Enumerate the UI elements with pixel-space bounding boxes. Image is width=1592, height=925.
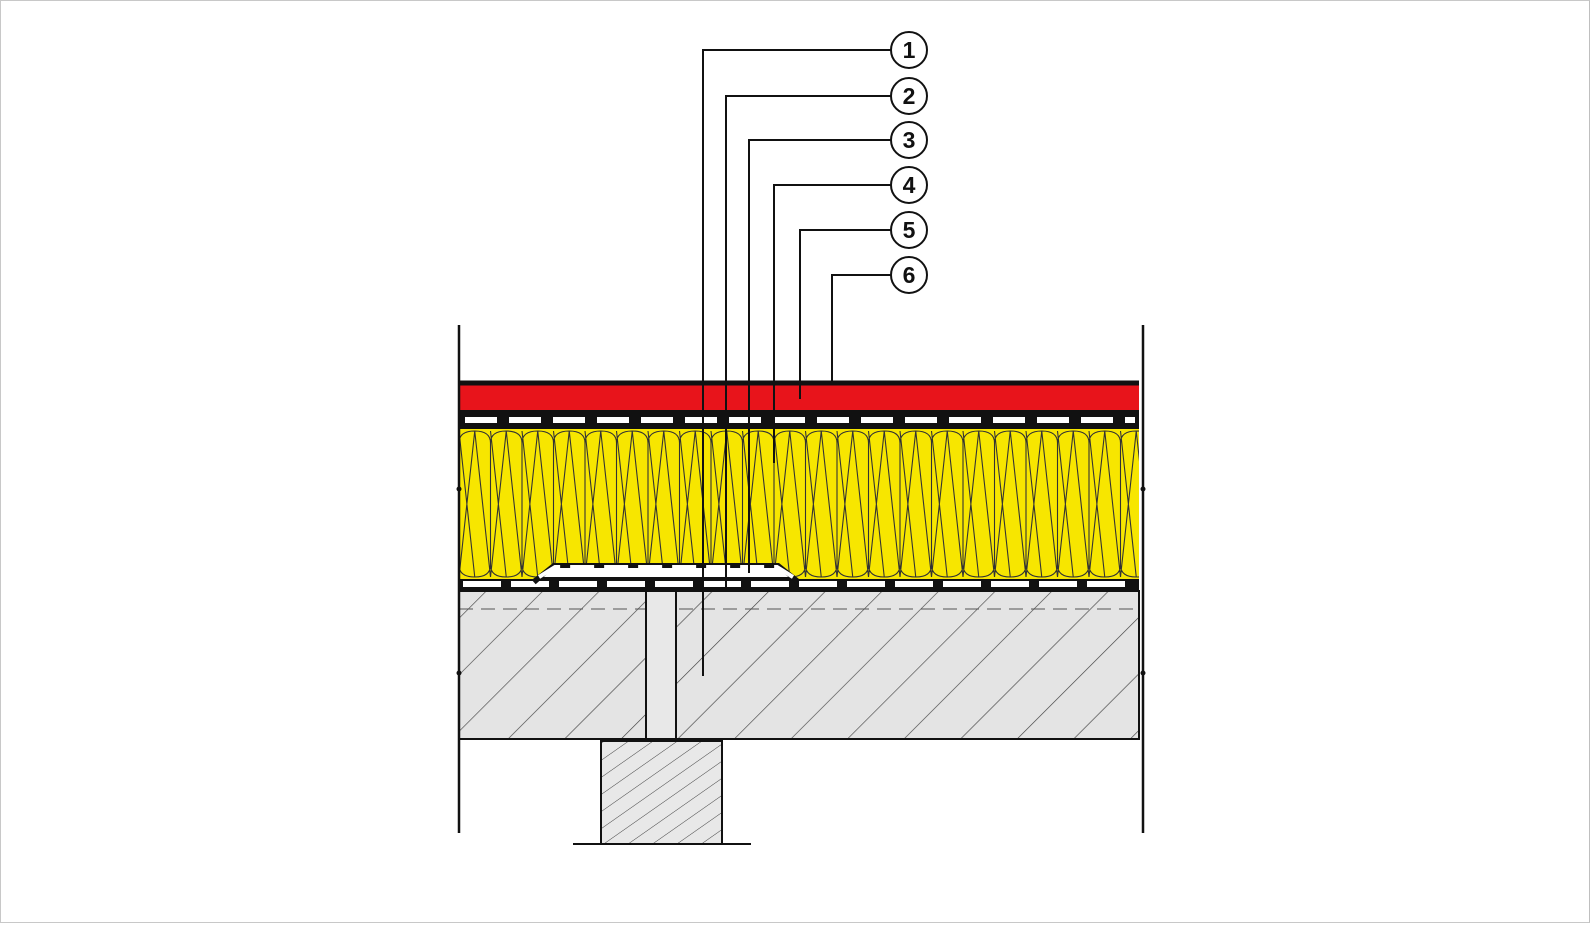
concrete-slab [458, 590, 1140, 740]
callout-3-label: 3 [903, 127, 916, 153]
separation-layer [459, 411, 1139, 429]
slab-joint [645, 590, 677, 740]
callout-4: 4 [890, 166, 928, 204]
callout-6: 6 [890, 256, 928, 294]
leader-2 [725, 95, 891, 591]
callout-2-label: 2 [903, 83, 916, 109]
section-boundaries [456, 325, 1146, 833]
callout-4-label: 4 [903, 172, 916, 198]
callout-2: 2 [890, 77, 928, 115]
callout-1: 1 [890, 31, 928, 69]
leader-3 [748, 139, 891, 573]
leader-5 [799, 229, 891, 399]
callout-6-label: 6 [903, 262, 916, 288]
callout-1-label: 1 [903, 37, 916, 63]
leader-4 [773, 184, 891, 463]
leader-6 [831, 274, 891, 381]
callout-3: 3 [890, 121, 928, 159]
leader-lines [702, 49, 891, 676]
callout-5-label: 5 [903, 217, 916, 243]
callout-5: 5 [890, 211, 928, 249]
support-post [573, 740, 751, 845]
insulation-layer [459, 429, 1139, 579]
leader-1 [702, 49, 891, 676]
